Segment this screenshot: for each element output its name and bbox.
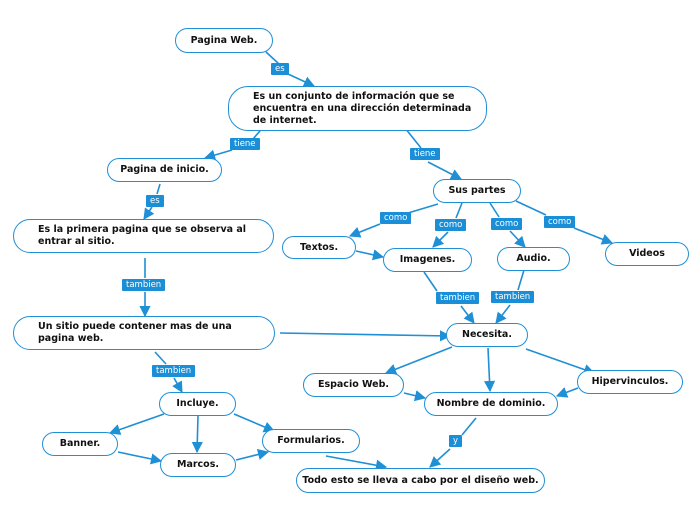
node-necesita[interactable]: Necesita.	[446, 323, 528, 347]
node-conjunto-informacion[interactable]: Es un conjunto de información que se enc…	[228, 86, 487, 131]
edge-textos-imagenes	[355, 249, 385, 261]
link-label-y: y	[449, 435, 463, 447]
edge-partes-como3	[489, 202, 500, 218]
link-label-tambien: tambien	[122, 279, 166, 291]
edge-espacio-nombre	[403, 390, 427, 402]
edge-como2-imagenes	[432, 231, 449, 248]
edge-sitio-tambien2	[154, 351, 167, 365]
link-label-es: es	[146, 195, 164, 207]
edge-partes-como1	[407, 203, 439, 214]
node-incluye[interactable]: Incluye.	[159, 392, 236, 416]
node-textos[interactable]: Textos.	[282, 236, 356, 259]
link-label-tiene: tiene	[410, 148, 440, 160]
node-sus-partes[interactable]: Sus partes	[433, 179, 521, 203]
node-espacio-web[interactable]: Espacio Web.	[303, 373, 404, 397]
edge-paginaweb-es	[265, 51, 280, 65]
link-label-como: como	[544, 216, 576, 228]
edge-y-todo	[429, 448, 451, 468]
edge-es-conjunto	[287, 73, 316, 87]
node-pagina-inicio[interactable]: Pagina de inicio.	[107, 158, 222, 182]
edge-como1-textos	[348, 223, 381, 238]
node-videos[interactable]: Videos	[605, 242, 689, 266]
edge-partes-como2	[455, 202, 463, 219]
edge-marcos-formularios	[235, 449, 270, 461]
edge-tiene2-partes	[427, 161, 462, 180]
link-label-tambien: tambien	[491, 291, 535, 303]
node-primera-pagina[interactable]: Es la primera pagina que se observa al e…	[13, 219, 274, 253]
link-label-como: como	[435, 219, 467, 231]
edge-incluye-banner	[108, 413, 165, 435]
node-pagina-web[interactable]: Pagina Web.	[175, 28, 273, 53]
edge-inicio-es2	[156, 183, 161, 195]
edge-tambien4-necesita	[495, 304, 511, 324]
node-sitio-contener[interactable]: Un sitio puede contener mas de una pagin…	[13, 316, 275, 350]
edge-conjunto-tiene2	[404, 127, 422, 149]
edge-hiper-nombre	[555, 387, 579, 398]
node-imagenes[interactable]: Imagenes.	[383, 248, 472, 272]
link-label-tiene: tiene	[230, 138, 260, 150]
edge-necesita-hiper	[525, 348, 596, 375]
edge-tambien2-incluye	[172, 377, 183, 393]
edge-formularios-todo	[325, 455, 388, 471]
edge-sitio-necesita	[279, 330, 452, 342]
edge-incluye-marcos	[191, 415, 203, 454]
node-formularios[interactable]: Formularios.	[262, 429, 360, 453]
edge-partes-como4	[515, 200, 547, 216]
node-todo-esto[interactable]: Todo esto se lleva a cabo por el diseño …	[296, 468, 545, 493]
link-label-tambien: tambien	[436, 292, 480, 304]
node-nombre-dominio[interactable]: Nombre de dominio.	[424, 392, 558, 416]
edge-imagenes-tambien3	[423, 271, 438, 292]
link-label-tambien: tambien	[152, 365, 196, 377]
link-label-como: como	[491, 218, 523, 230]
edge-tiene1-inicio	[203, 149, 233, 161]
edge-es2-primera	[143, 206, 155, 220]
edge-nombre-y	[461, 417, 477, 436]
edge-como4-videos	[573, 227, 614, 245]
node-hipervinculos[interactable]: Hipervinculos.	[577, 370, 683, 394]
edge-audio-tambien4	[517, 269, 525, 291]
edge-necesita-espacio	[384, 346, 453, 375]
node-banner[interactable]: Banner.	[42, 432, 118, 456]
edge-incluye-formularios	[233, 413, 276, 433]
node-marcos[interactable]: Marcos.	[160, 453, 236, 477]
edge-tambien3-necesita	[460, 305, 475, 324]
node-audio[interactable]: Audio.	[497, 247, 570, 271]
link-label-es: es	[271, 63, 289, 75]
edge-como3-audio	[509, 230, 526, 248]
link-label-como: como	[380, 212, 412, 224]
edge-necesita-nombre	[483, 347, 496, 393]
edge-banner-marcos	[117, 451, 163, 465]
